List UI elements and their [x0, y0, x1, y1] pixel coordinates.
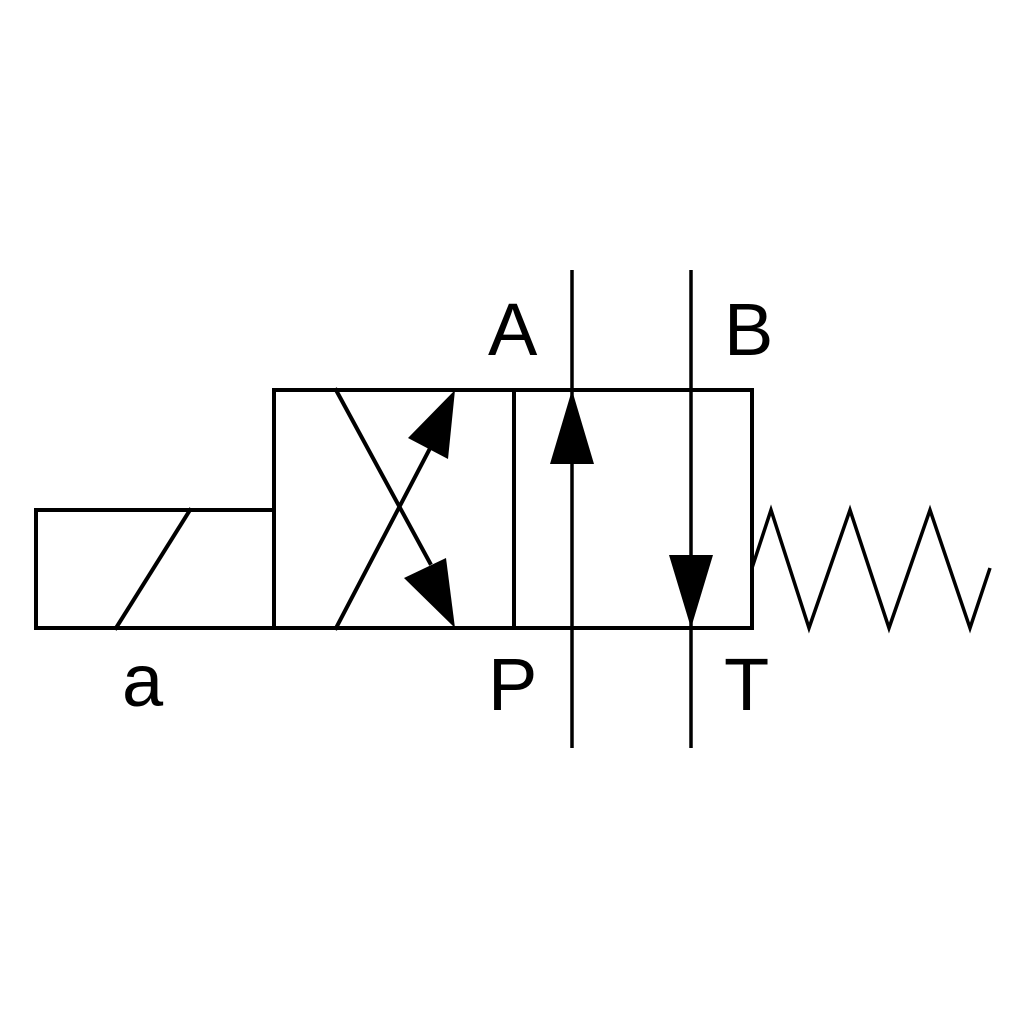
solenoid-actuator: [34, 507, 276, 631]
flow-arrowhead-down: [404, 558, 455, 628]
crossed-flow-position: [333, 387, 455, 631]
parallel-flow-position: [550, 270, 713, 748]
arrowhead-p-to-a: [550, 390, 594, 464]
port-b-label: B: [724, 288, 773, 371]
flow-line-down: [333, 387, 433, 566]
port-a-label: A: [488, 288, 538, 371]
flow-arrowhead-up: [408, 390, 455, 459]
arrowhead-b-to-t: [669, 555, 713, 628]
solenoid-label: a: [122, 639, 164, 722]
flow-line-up: [333, 432, 440, 631]
port-t-label: T: [724, 643, 769, 726]
return-spring: [750, 504, 992, 634]
valve-body: [272, 388, 754, 630]
port-p-label: P: [488, 643, 537, 726]
